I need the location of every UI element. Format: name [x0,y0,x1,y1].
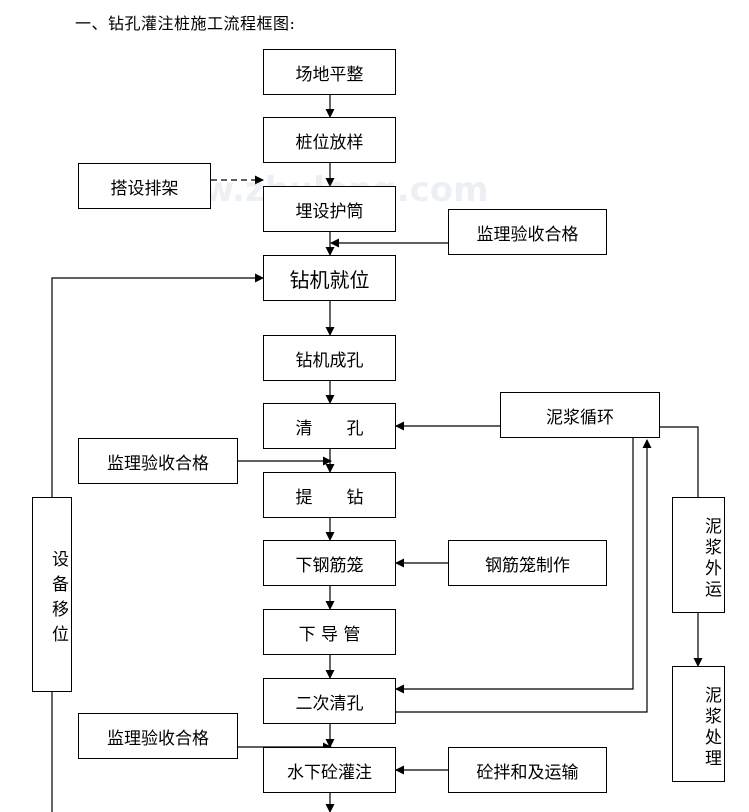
box-mud-circulation: 泥浆循环 [500,392,660,438]
box-mud-transport: 泥浆外运 [672,497,725,613]
box-supervisor-accept-2: 监理验收合格 [78,438,238,484]
box-rig-positioning: 钻机就位 [263,255,396,301]
box-clean-hole: 清 孔 [263,403,396,449]
page-title: 一、钻孔灌注桩施工流程框图: [75,14,296,33]
line-second-clean-to-mud [396,439,652,713]
box-second-clean: 二次清孔 [263,678,396,724]
box-pile-layout: 桩位放样 [263,117,396,163]
box-cage-fabrication: 钢筋笼制作 [448,540,607,586]
box-site-leveling: 场地平整 [263,49,396,95]
box-lift-drill: 提 钻 [263,472,396,518]
line-equipment-to-rig [51,273,264,497]
box-lower-cage: 下钢筋笼 [263,540,396,586]
box-drill-hole: 钻机成孔 [263,335,396,381]
box-mud-treatment: 泥浆处理 [672,666,725,782]
box-concrete-mix: 砼拌和及运输 [448,747,607,793]
line-mud-to-second-clean [395,438,634,694]
box-bury-casing: 埋设护筒 [263,186,396,232]
box-underwater-pour: 水下砼灌注 [263,747,396,793]
box-equipment-move: 设备移位 [32,497,72,692]
box-supervisor-accept-1: 监理验收合格 [448,209,607,255]
box-supervisor-accept-3: 监理验收合格 [78,713,238,759]
box-lower-pipe: 下 导 管 [263,609,396,655]
box-erect-scaffold: 搭设排架 [78,163,211,209]
line-mud-to-transport [660,426,699,497]
